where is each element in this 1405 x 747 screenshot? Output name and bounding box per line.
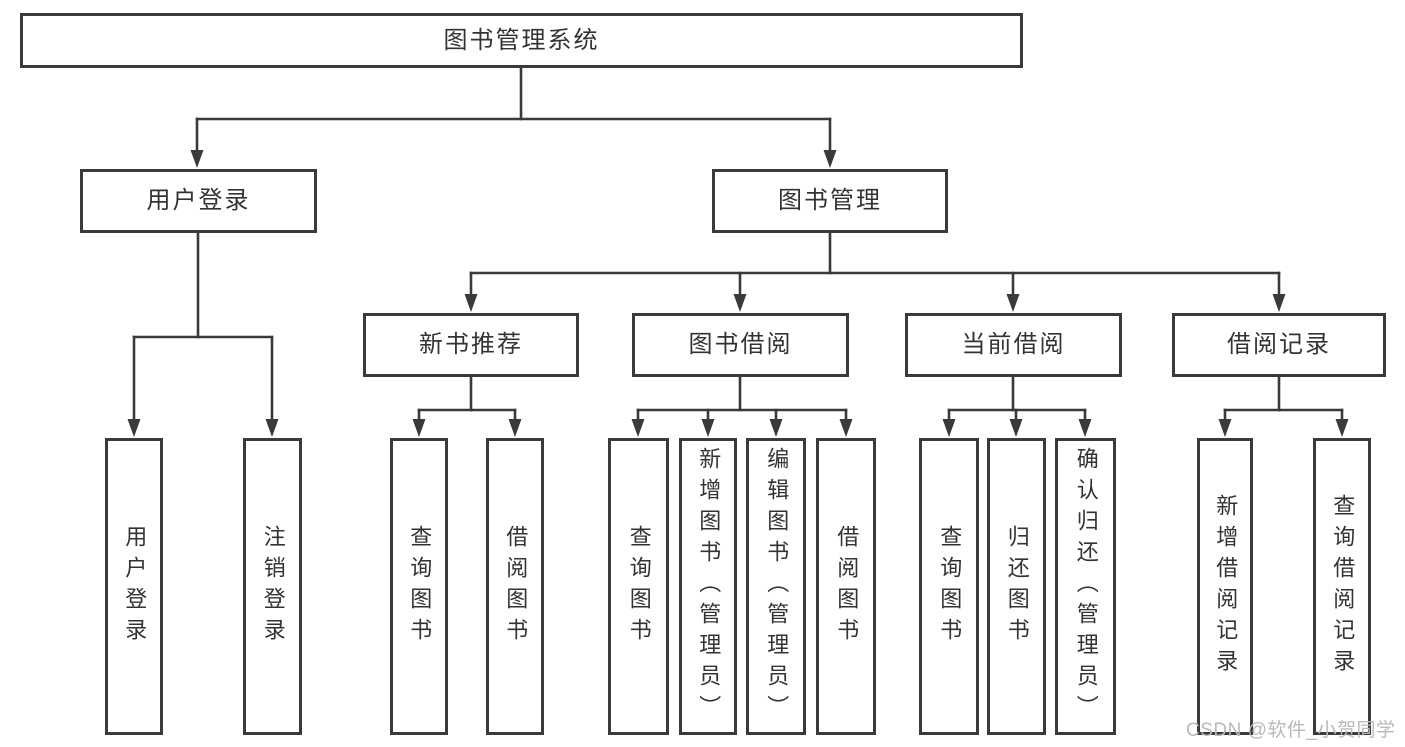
leaf-bb-add-book-admin: 新增图书（管理员）	[679, 438, 737, 735]
leaf-bb-borrow-book: 借阅图书	[816, 438, 876, 735]
leaf-nbr-borrow-book-label: 借阅图书	[503, 524, 529, 649]
node-borrowing-records: 借阅记录	[1172, 313, 1386, 377]
node-root: 图书管理系统	[20, 13, 1023, 68]
leaf-br-add-record-label: 新增借阅记录	[1213, 493, 1239, 680]
node-borrowing-records-label: 借阅记录	[1227, 331, 1331, 358]
leaf-cb-confirm-return-admin-label: 确认归还（管理员）	[1073, 447, 1099, 726]
leaf-user-login: 用户登录	[105, 438, 163, 735]
csdn-watermark: CSDN @软件_小贺同学	[1186, 720, 1396, 741]
leaf-cb-query-book: 查询图书	[919, 438, 979, 735]
node-user-login-label: 用户登录	[146, 187, 251, 214]
leaf-logout: 注销登录	[243, 438, 302, 735]
leaf-bb-edit-book-admin-label: 编辑图书（管理员）	[764, 447, 790, 726]
node-book-borrowing-label: 图书借阅	[688, 331, 793, 358]
node-current-borrowing-label: 当前借阅	[961, 331, 1066, 358]
leaf-bb-query-book-label: 查询图书	[626, 524, 652, 649]
leaf-cb-confirm-return-admin: 确认归还（管理员）	[1055, 438, 1116, 735]
node-new-book-recommend-label: 新书推荐	[419, 331, 523, 358]
leaf-nbr-borrow-book: 借阅图书	[486, 438, 544, 735]
node-book-borrowing: 图书借阅	[632, 313, 849, 377]
leaf-logout-label: 注销登录	[260, 524, 286, 649]
leaf-br-query-record-label: 查询借阅记录	[1330, 493, 1356, 680]
leaf-nbr-query-book: 查询图书	[390, 438, 448, 735]
leaf-bb-borrow-book-label: 借阅图书	[834, 524, 860, 649]
leaf-bb-add-book-admin-label: 新增图书（管理员）	[696, 447, 722, 726]
node-book-management: 图书管理	[712, 169, 948, 233]
leaf-br-add-record: 新增借阅记录	[1197, 438, 1253, 735]
leaf-user-login-label: 用户登录	[122, 524, 148, 649]
node-user-login: 用户登录	[80, 169, 317, 233]
node-current-borrowing: 当前借阅	[905, 313, 1122, 377]
node-book-management-label: 图书管理	[778, 187, 882, 214]
leaf-cb-return-book-label: 归还图书	[1004, 524, 1030, 649]
arrowheads	[127, 150, 1349, 437]
node-root-label: 图书管理系统	[443, 26, 600, 54]
leaf-nbr-query-book-label: 查询图书	[407, 524, 433, 649]
leaf-bb-query-book: 查询图书	[608, 438, 669, 735]
node-new-book-recommend: 新书推荐	[363, 313, 579, 377]
leaf-cb-query-book-label: 查询图书	[937, 524, 963, 649]
leaf-bb-edit-book-admin: 编辑图书（管理员）	[746, 438, 806, 735]
leaf-br-query-record: 查询借阅记录	[1313, 438, 1371, 735]
leaf-cb-return-book: 归还图书	[987, 438, 1046, 735]
